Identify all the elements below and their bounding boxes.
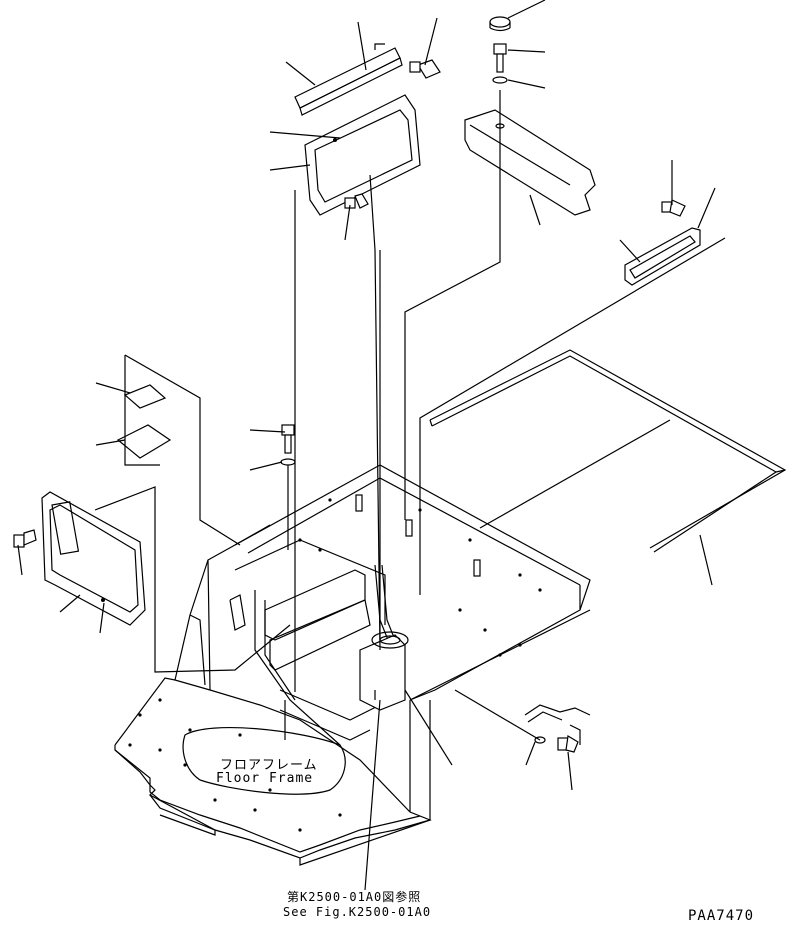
small-plates-left — [116, 384, 172, 459]
reference-label-jp: 第K2500-01A0図参照 — [287, 890, 422, 904]
bolt-top — [409, 59, 441, 79]
bolt-washer-upper — [492, 43, 508, 84]
floor-frame — [114, 464, 591, 866]
handle-right — [524, 704, 591, 745]
leader-lines — [17, 0, 726, 891]
bolt-left — [13, 529, 37, 548]
mat — [429, 349, 787, 553]
bolt-right — [661, 199, 686, 217]
center-cover — [464, 109, 596, 216]
floor-frame-label-jp: フロアフレーム — [220, 758, 318, 773]
drawing-id: PAA7470 — [688, 908, 755, 924]
cap-nut — [489, 16, 511, 32]
bolt-bottom-right — [534, 735, 579, 753]
bolt-washer-lower — [280, 424, 296, 466]
floor-frame-label-en: Floor Frame — [216, 771, 314, 786]
reference-label-en: See Fig.K2500-01A0 — [283, 905, 432, 919]
side-cover-left — [41, 491, 146, 626]
right-cover-plate — [624, 227, 701, 286]
bolt-mid — [344, 193, 369, 209]
upper-cover-plate — [294, 43, 421, 216]
